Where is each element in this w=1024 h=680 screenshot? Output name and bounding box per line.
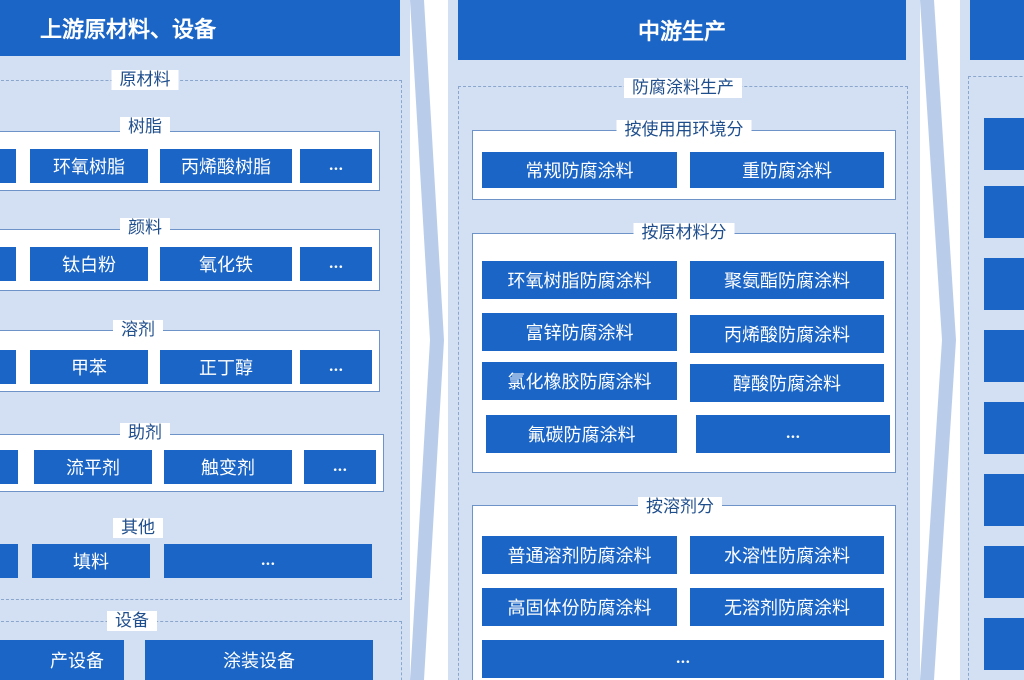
upstream-header: 上游原材料、设备 (0, 0, 400, 56)
by-env-label: 按使用用环境分 (616, 120, 752, 140)
by-material-label: 按原材料分 (633, 223, 735, 243)
downstream-item-8[interactable] (984, 618, 1024, 670)
other-label: 其他 (113, 518, 163, 538)
solvent-coating-waterborne[interactable]: 水溶性防腐涂料 (690, 536, 884, 574)
midstream-header: 中游生产 (458, 0, 906, 60)
solvent-item-more[interactable]: ... (300, 350, 372, 384)
solvent-item-butanol[interactable]: 正丁醇 (160, 350, 292, 384)
additive-item-thixotropic[interactable]: 触变剂 (164, 450, 292, 484)
production-label: 防腐涂料生产 (624, 78, 742, 98)
env-item-heavy-duty[interactable]: 重防腐涂料 (690, 152, 884, 188)
equipment-label: 设备 (107, 611, 157, 631)
solvent-item-toluene[interactable]: 甲苯 (30, 350, 148, 384)
pigment-label: 颜料 (120, 218, 170, 238)
material-item-alkyd[interactable]: 醇酸防腐涂料 (690, 364, 884, 402)
solvent-coating-solventless[interactable]: 无溶剂防腐涂料 (690, 588, 884, 626)
material-item-epoxy[interactable]: 环氧树脂防腐涂料 (482, 261, 677, 299)
material-item-zinc-rich[interactable]: 富锌防腐涂料 (482, 313, 677, 351)
flow-arrow-2 (920, 0, 956, 680)
raw-materials-box (0, 80, 402, 600)
equipment-item-production[interactable]: 产设备 (0, 640, 124, 680)
resin-item-acrylic[interactable]: 丙烯酸树脂 (160, 149, 292, 183)
resin-item-epoxy[interactable]: 环氧树脂 (30, 149, 148, 183)
downstream-header (970, 0, 1024, 60)
equipment-item-coating[interactable]: 涂装设备 (145, 640, 373, 680)
downstream-item-4[interactable] (984, 330, 1024, 382)
other-item-filler[interactable]: 填料 (32, 544, 150, 578)
pigment-item-titanium[interactable]: 钛白粉 (30, 247, 148, 281)
additive-item-partial[interactable] (0, 450, 18, 484)
solvent-coating-more[interactable]: ... (482, 640, 884, 678)
additive-label: 助剂 (120, 423, 170, 443)
material-item-more[interactable]: ... (696, 415, 890, 453)
flow-arrow-1 (410, 0, 444, 680)
additive-item-more[interactable]: ... (304, 450, 376, 484)
additive-item-leveling[interactable]: 流平剂 (34, 450, 152, 484)
material-item-fluorocarbon[interactable]: 氟碳防腐涂料 (486, 415, 677, 453)
resin-item-more[interactable]: ... (300, 149, 372, 183)
solvent-coating-high-solids[interactable]: 高固体份防腐涂料 (482, 588, 677, 626)
material-item-polyurethane[interactable]: 聚氨酯防腐涂料 (690, 261, 884, 299)
resin-item-partial[interactable] (0, 149, 16, 183)
pigment-item-more[interactable]: ... (300, 247, 372, 281)
downstream-item-3[interactable] (984, 258, 1024, 310)
material-item-chlorinated-rubber[interactable]: 氯化橡胶防腐涂料 (482, 362, 677, 400)
downstream-item-7[interactable] (984, 546, 1024, 598)
other-item-partial[interactable] (0, 544, 18, 578)
downstream-item-6[interactable] (984, 474, 1024, 526)
env-item-regular[interactable]: 常规防腐涂料 (482, 152, 677, 188)
downstream-item-1[interactable] (984, 118, 1024, 170)
equipment-box (0, 621, 402, 680)
downstream-item-2[interactable] (984, 186, 1024, 238)
solvent-coating-regular[interactable]: 普通溶剂防腐涂料 (482, 536, 677, 574)
solvent-label: 溶剂 (113, 320, 163, 340)
pigment-item-iron-oxide[interactable]: 氧化铁 (160, 247, 292, 281)
material-item-acrylic[interactable]: 丙烯酸防腐涂料 (690, 315, 884, 353)
solvent-item-partial[interactable] (0, 350, 16, 384)
downstream-item-5[interactable] (984, 402, 1024, 454)
raw-materials-label: 原材料 (111, 70, 179, 90)
resin-label: 树脂 (120, 117, 170, 137)
pigment-item-partial[interactable] (0, 247, 16, 281)
by-solvent-label: 按溶剂分 (638, 497, 722, 517)
other-item-more[interactable]: ... (164, 544, 372, 578)
downstream-box (968, 76, 1024, 680)
